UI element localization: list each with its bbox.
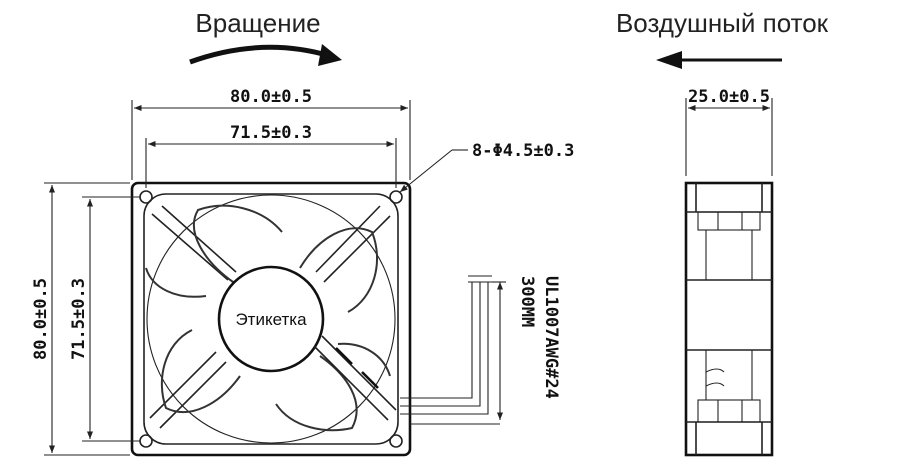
thickness-label: 25.0±0.5: [688, 87, 770, 107]
hole-spacing-v-label: 71.5±0.3: [69, 278, 89, 360]
dimension-hole-spacing-h: [145, 138, 397, 188]
outer-height-label: 80.0±0.5: [31, 278, 51, 360]
cable-spec-label: UL1007AWG#24: [541, 276, 561, 399]
cable-channel: [313, 335, 397, 421]
dimension-outer-width: [131, 100, 411, 180]
cable-length-label: 300MM: [517, 276, 537, 327]
fan-front-view: Этикетка: [130, 181, 412, 457]
dimension-thickness: [685, 98, 773, 176]
rotation-heading: Вращение: [195, 8, 320, 38]
fan-hub: [217, 265, 325, 373]
mount-holes-label: 8-Φ4.5±0.3: [472, 141, 574, 161]
fan-side-view: [684, 181, 774, 457]
mount-hole-leader: [399, 149, 468, 193]
rotation-arrow-icon: [189, 44, 342, 66]
hub-label: Этикетка: [235, 310, 307, 329]
fan-blades: [145, 204, 391, 432]
dimension-outer-height: [44, 182, 130, 456]
cable-wires: [400, 275, 506, 425]
hole-spacing-h-label: 71.5±0.3: [230, 123, 312, 143]
airflow-arrow-icon: [656, 51, 782, 69]
dimension-hole-spacing-v: [82, 196, 140, 442]
outer-width-label: 80.0±0.5: [230, 87, 312, 107]
airflow-heading: Воздушный поток: [616, 8, 829, 38]
